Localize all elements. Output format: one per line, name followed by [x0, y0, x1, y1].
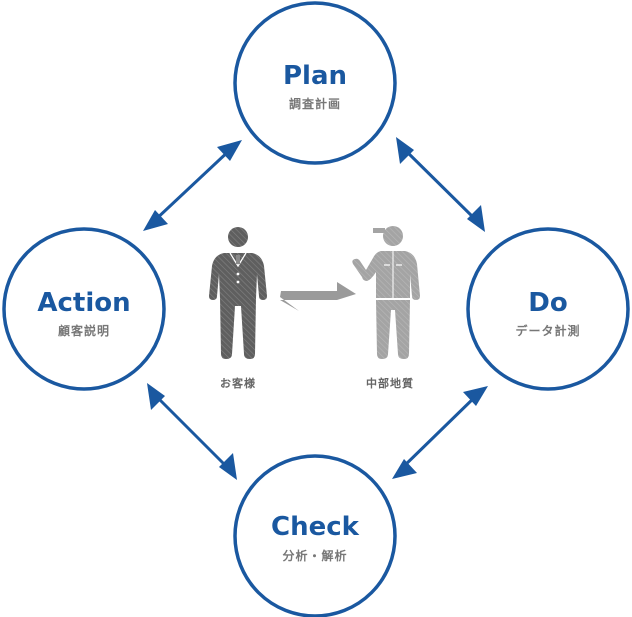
staff-label: 中部地質 [366, 376, 414, 390]
check-title: Check [271, 512, 360, 542]
node-action: Action 顧客説明 [2, 227, 166, 391]
action-circle [2, 227, 166, 391]
businessman-icon [209, 227, 267, 359]
customer-label: お客様 [220, 376, 256, 390]
action-title: Action [37, 288, 130, 318]
worker-icon [352, 226, 420, 359]
arrow-check-action-icon [147, 383, 237, 480]
exchange-arrows-icon [280, 282, 356, 311]
plan-circle [233, 1, 397, 165]
arrow-action-plan-icon [143, 140, 242, 231]
do-subtitle: データ計測 [515, 323, 580, 338]
arrow-do-check-icon [392, 386, 488, 479]
node-check: Check 分析・解析 [233, 454, 397, 617]
node-plan: Plan 調査計画 [233, 1, 397, 165]
check-subtitle: 分析・解析 [282, 548, 347, 563]
do-title: Do [528, 288, 567, 318]
check-circle [233, 454, 397, 617]
node-do: Do データ計測 [466, 227, 630, 391]
action-subtitle: 顧客説明 [58, 323, 110, 338]
do-circle [466, 227, 630, 391]
plan-subtitle: 調査計画 [289, 96, 341, 111]
arrow-plan-do-icon [396, 137, 485, 232]
plan-title: Plan [283, 61, 347, 91]
